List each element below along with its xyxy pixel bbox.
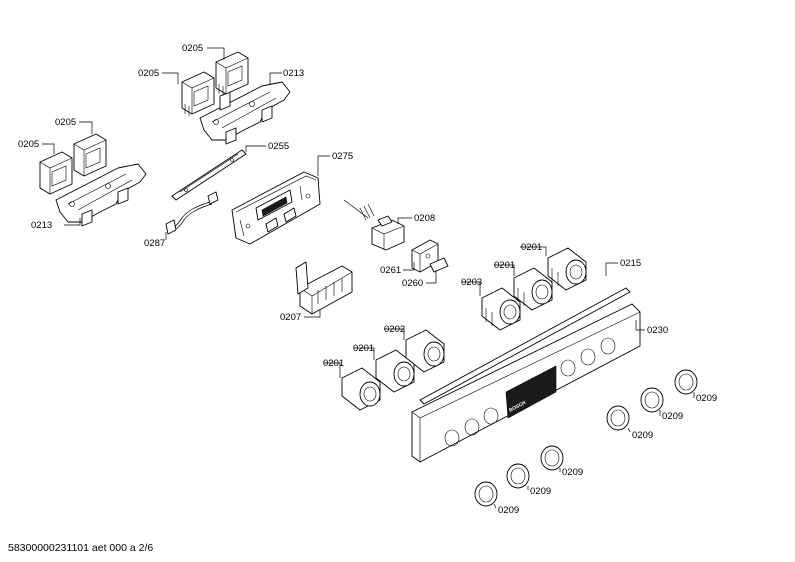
relay-0205-lower-left — [39, 151, 73, 195]
label-0287: 0287 — [144, 238, 165, 249]
label-0213-b: 0213 — [31, 220, 52, 231]
relay-group-upper — [181, 51, 291, 145]
label-0201-c: 0201 — [353, 343, 374, 354]
rail-0255 — [171, 149, 247, 201]
knob-switch-0201-middle — [513, 267, 553, 311]
label-0230: 0230 — [647, 325, 668, 336]
control-panel-0230: BOSCH — [411, 303, 641, 463]
relay-0205-upper-left — [181, 71, 215, 116]
label-0255: 0255 — [268, 141, 289, 152]
label-0215: 0215 — [620, 258, 641, 269]
clip-0260 — [429, 257, 449, 273]
document-footer: 58300000231101 aet 000 a 2/6 — [8, 542, 153, 554]
relay-0205-lower-right — [73, 133, 107, 177]
label-0213-a: 0213 — [283, 68, 304, 79]
label-0208: 0208 — [414, 213, 435, 224]
label-0261: 0261 — [380, 265, 401, 276]
knob-switch-0201-left-b — [341, 367, 381, 411]
harness-0287 — [165, 191, 219, 235]
knob-switch-0202 — [405, 329, 445, 373]
trim-strip-0215 — [419, 287, 631, 405]
bracket-0213-lower — [55, 163, 147, 227]
knob-switch-0201-upper — [547, 247, 587, 291]
thermostat-0208 — [343, 199, 405, 251]
label-0203: 0203 — [461, 277, 482, 288]
label-0209-c: 0209 — [632, 430, 653, 441]
label-0209-b: 0209 — [662, 411, 683, 422]
label-0201-b: 0201 — [494, 260, 515, 271]
label-0205-a: 0205 — [182, 43, 203, 54]
label-0202: 0202 — [384, 324, 405, 335]
label-0209-d: 0209 — [562, 467, 583, 478]
label-0209-a: 0209 — [696, 393, 717, 404]
part-labels: 0205 0205 0213 0205 0205 0213 0255 0275 … — [18, 43, 717, 516]
label-0205-b: 0205 — [138, 68, 159, 79]
label-0201-d: 0201 — [323, 358, 344, 369]
label-0260: 0260 — [402, 278, 423, 289]
control-module-0275 — [231, 171, 321, 245]
label-0205-d: 0205 — [18, 139, 39, 150]
label-0201-a: 0201 — [521, 242, 542, 253]
relay-group-lower — [39, 133, 147, 227]
label-0275: 0275 — [332, 151, 353, 162]
label-0207: 0207 — [280, 312, 301, 323]
label-0209-e: 0209 — [530, 486, 551, 497]
relay-0205-upper-right — [215, 51, 249, 96]
label-0205-c: 0205 — [55, 117, 76, 128]
knob-switch-0201-left-a — [375, 349, 415, 393]
knob-switch-0203 — [481, 287, 521, 331]
knob-rings-0209 — [474, 369, 698, 507]
label-0209-f: 0209 — [498, 505, 519, 516]
terminal-block-0207 — [295, 261, 353, 315]
leader-lines — [42, 47, 695, 509]
